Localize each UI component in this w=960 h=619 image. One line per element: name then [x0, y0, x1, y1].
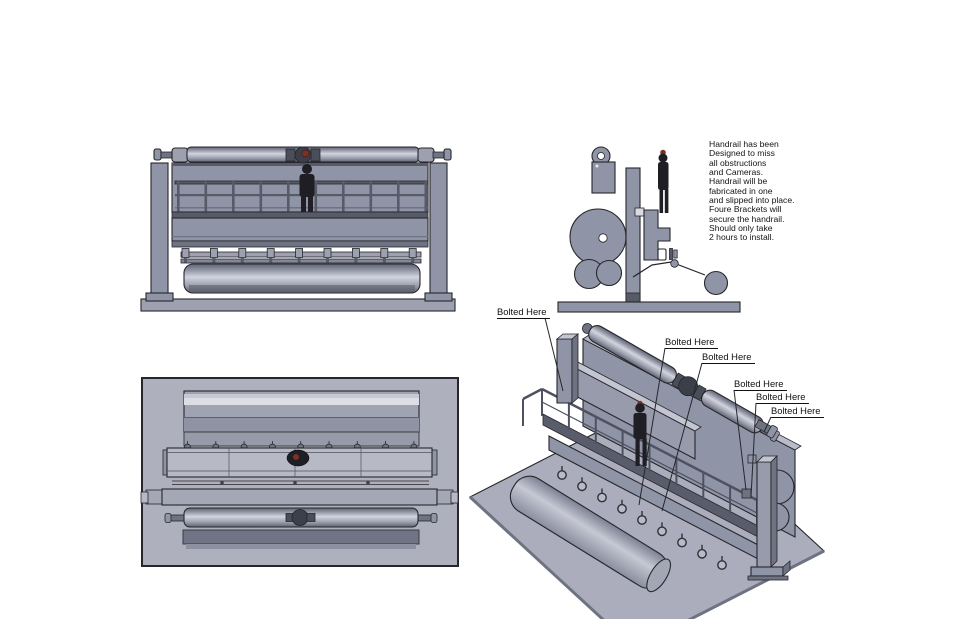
- leg: [659, 189, 664, 213]
- side-walkway-bracket: [643, 209, 671, 261]
- rail-post: [342, 181, 345, 214]
- iso-right-column-assembly: [741, 418, 795, 581]
- side-guide-box: [657, 248, 667, 261]
- callout-bolted-here-3: Bolted Here: [702, 351, 755, 364]
- head: [635, 403, 645, 413]
- callout-leader-lines: [544, 317, 772, 512]
- front-panel-top-edge: [172, 163, 428, 166]
- web-path-line: [632, 261, 706, 278]
- note-line: all obstructions: [709, 157, 767, 168]
- front-elevation-view: [140, 146, 456, 312]
- leg: [301, 196, 306, 217]
- top-plan-view: [140, 377, 459, 567]
- side-idler-roller: [670, 259, 679, 268]
- plan-rails: [172, 480, 429, 485]
- front-operator: [299, 149, 315, 217]
- rail-post: [424, 181, 428, 214]
- leader-line: [750, 402, 757, 498]
- rail-post: [314, 181, 318, 214]
- side-drum-hub: [598, 233, 608, 243]
- rail-post: [287, 181, 290, 214]
- torso: [299, 174, 315, 197]
- leg: [308, 196, 313, 217]
- front-base-plate: [140, 298, 456, 312]
- rail-post: [204, 181, 208, 214]
- iso-floor-roller: [509, 475, 672, 593]
- note-line: fabricated in one: [709, 185, 773, 196]
- front-right-post: [424, 162, 453, 302]
- side-outfeed-roller: [703, 270, 729, 296]
- side-top-block: [591, 161, 616, 194]
- isometric-view: [468, 323, 825, 619]
- note-line: secure the handrail.: [709, 213, 785, 224]
- rail-post: [232, 181, 235, 214]
- leader-line: [661, 362, 703, 512]
- front-shadow-band: [171, 240, 429, 248]
- side-guide-pin: [669, 248, 673, 260]
- note-line: and Cameras.: [709, 167, 763, 178]
- iso-column-foot: [750, 566, 784, 577]
- rail-post: [369, 181, 373, 214]
- plan-cross-beam: [140, 488, 459, 506]
- hardhat: [301, 149, 310, 158]
- side-base-plate: [557, 301, 741, 313]
- rail-post: [397, 181, 400, 214]
- iso-roller-end-shaft: [754, 418, 778, 439]
- plan-dark-inset: [182, 529, 420, 545]
- callout-bolted-here-2: Bolted Here: [665, 336, 718, 349]
- side-drum-large: [569, 208, 627, 266]
- front-body-line: [172, 236, 428, 238]
- iso-column-tab: [747, 454, 757, 464]
- note-line: 2 hours to install.: [709, 232, 774, 243]
- leg: [642, 438, 647, 466]
- side-operator: [658, 149, 669, 213]
- torso: [658, 162, 669, 190]
- plan-roller-coupling: [285, 509, 316, 526]
- plan-inset-shadow: [186, 544, 416, 549]
- head: [658, 153, 668, 163]
- leg: [635, 438, 640, 466]
- iso-operator: [633, 400, 647, 466]
- head: [302, 164, 312, 174]
- note-line: Handrail will be: [709, 176, 768, 187]
- note-line: Foure Brackets will: [709, 204, 782, 215]
- annotation-note: Handrail has been Designed to miss all o…: [709, 139, 811, 243]
- callout-bolted-here-6: Bolted Here: [771, 405, 824, 418]
- iso-base-edge: [468, 495, 825, 619]
- note-line: and slipped into place.: [709, 195, 795, 206]
- front-left-post: [145, 162, 174, 302]
- front-clip-rail: [180, 248, 422, 264]
- hardhat: [293, 454, 299, 460]
- leader-line: [638, 347, 666, 506]
- note-line: Should only take: [709, 223, 773, 234]
- note-line: Designed to miss: [709, 148, 775, 159]
- side-elevation-view: [557, 146, 741, 313]
- iso-left-post: [555, 333, 580, 404]
- leader-line: [763, 416, 772, 433]
- plan-top-roller: [183, 390, 420, 433]
- side-drum-small: [595, 259, 623, 287]
- callout-bolted-here-4: Bolted Here: [734, 378, 787, 391]
- leg: [664, 189, 669, 213]
- plan-operator: [286, 449, 310, 467]
- leader-line: [544, 317, 564, 392]
- plan-lower-roller: [164, 507, 438, 528]
- callout-bolted-here-5: Bolted Here: [756, 391, 809, 404]
- rail-post: [177, 181, 180, 214]
- side-tab: [634, 207, 645, 217]
- iso-column-front: [756, 461, 772, 568]
- iso-rail-bracket: [741, 488, 752, 499]
- rail-post: [259, 181, 263, 214]
- leader-line: [733, 389, 747, 491]
- front-dark-band: [171, 211, 429, 219]
- front-lower-roller: [183, 263, 421, 294]
- note-line: Handrail has been: [709, 139, 779, 149]
- side-column: [625, 167, 641, 303]
- front-mid-body: [171, 217, 429, 242]
- callout-bolted-here-1: Bolted Here: [497, 306, 550, 319]
- torso: [633, 413, 647, 439]
